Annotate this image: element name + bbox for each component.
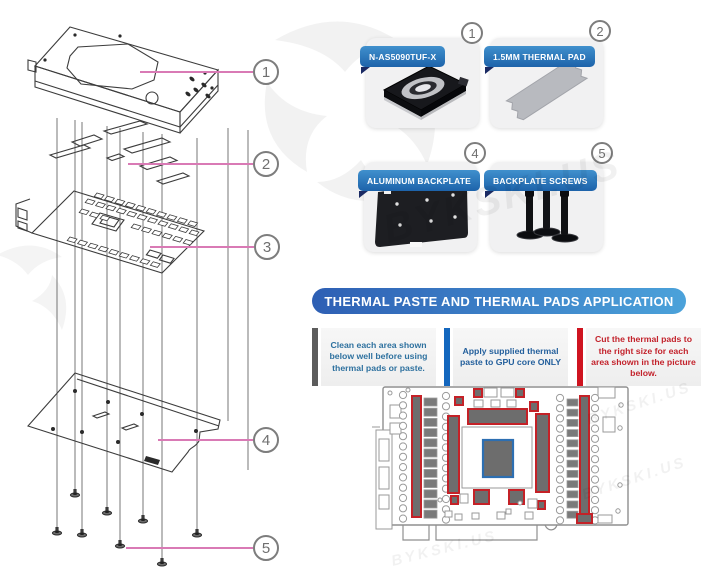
exploded-view-diagram [15, 26, 254, 567]
water-block-drawing [27, 26, 219, 134]
callout-lines [126, 71, 254, 549]
card-number-5: 5 [591, 142, 613, 164]
note-clean-areas: Clean each area shown below well before … [312, 328, 436, 386]
choke-ladder-right [566, 398, 579, 519]
backplate-holes [51, 389, 198, 444]
thermal-pad-area-top-bar [467, 408, 528, 425]
note-text: Cut the thermal pads to the right size f… [586, 328, 701, 386]
capacitor-column-right-inner [555, 393, 565, 525]
card-number-4: 4 [464, 142, 486, 164]
card-number-2: 2 [589, 20, 611, 42]
note-accent-bar [312, 328, 318, 386]
callout-3: 3 [254, 234, 280, 260]
thermal-pad-area-left-bar [411, 395, 422, 518]
part-card-thermal-pad: 1.5MM THERMAL PAD [484, 38, 603, 128]
part-card-screws: BACKPLATE SCREWS [484, 162, 603, 252]
part-label: 1.5MM THERMAL PAD [484, 46, 595, 74]
screw-path-lines [56, 118, 249, 559]
water-block-image [382, 65, 469, 120]
gpu-pcb-drawing [15, 190, 206, 274]
screws-drawing [51, 488, 203, 567]
note-accent-bar [444, 328, 450, 386]
part-label: N-AS5090TUF-X [360, 46, 446, 74]
note-text: Clean each area shown below well before … [321, 328, 436, 386]
thermal-pad-area-right-of-gpu [535, 413, 550, 493]
gpu-die [481, 438, 515, 479]
pcb-pad-placement-diagram [372, 386, 629, 541]
note-apply-paste: Apply supplied thermal paste to GPU core… [444, 328, 568, 386]
part-card-water-block: N-AS5090TUF-X [360, 38, 479, 128]
note-cut-pads: Cut the thermal pads to the right size f… [577, 328, 701, 386]
section-title: THERMAL PASTE AND THERMAL PADS APPLICATI… [312, 288, 686, 314]
note-accent-bar [577, 328, 583, 386]
callout-2: 2 [253, 151, 279, 177]
top-edge-connector [597, 386, 616, 399]
backplate-image [375, 183, 468, 247]
choke-ladder-left [423, 397, 438, 519]
part-card-backplate: ALUMINUM BACKPLATE [358, 162, 481, 252]
backplate-screws-image [516, 178, 579, 243]
part-label: ALUMINUM BACKPLATE [358, 170, 481, 198]
part-label: BACKPLATE SCREWS [484, 170, 597, 198]
callout-5: 5 [253, 535, 279, 561]
gpu-area [437, 387, 550, 521]
capacitor-column-left-outer [398, 390, 408, 523]
pcie-bracket [372, 426, 393, 530]
callout-1: 1 [253, 59, 279, 85]
thermal-pads-drawing [48, 120, 191, 185]
thermal-pad-area-right-bar [579, 395, 590, 520]
capacitor-column-right-outer [590, 393, 600, 525]
port-holes [43, 33, 214, 99]
callout-4: 4 [253, 427, 279, 453]
pcie-edge-connector [402, 524, 558, 541]
card-number-1: 1 [461, 22, 483, 44]
note-text: Apply supplied thermal paste to GPU core… [453, 328, 568, 386]
thermal-pad-area-left-of-gpu [447, 415, 460, 494]
backplate-drawing [27, 372, 221, 473]
dragon-logo-watermark-small [0, 245, 67, 330]
